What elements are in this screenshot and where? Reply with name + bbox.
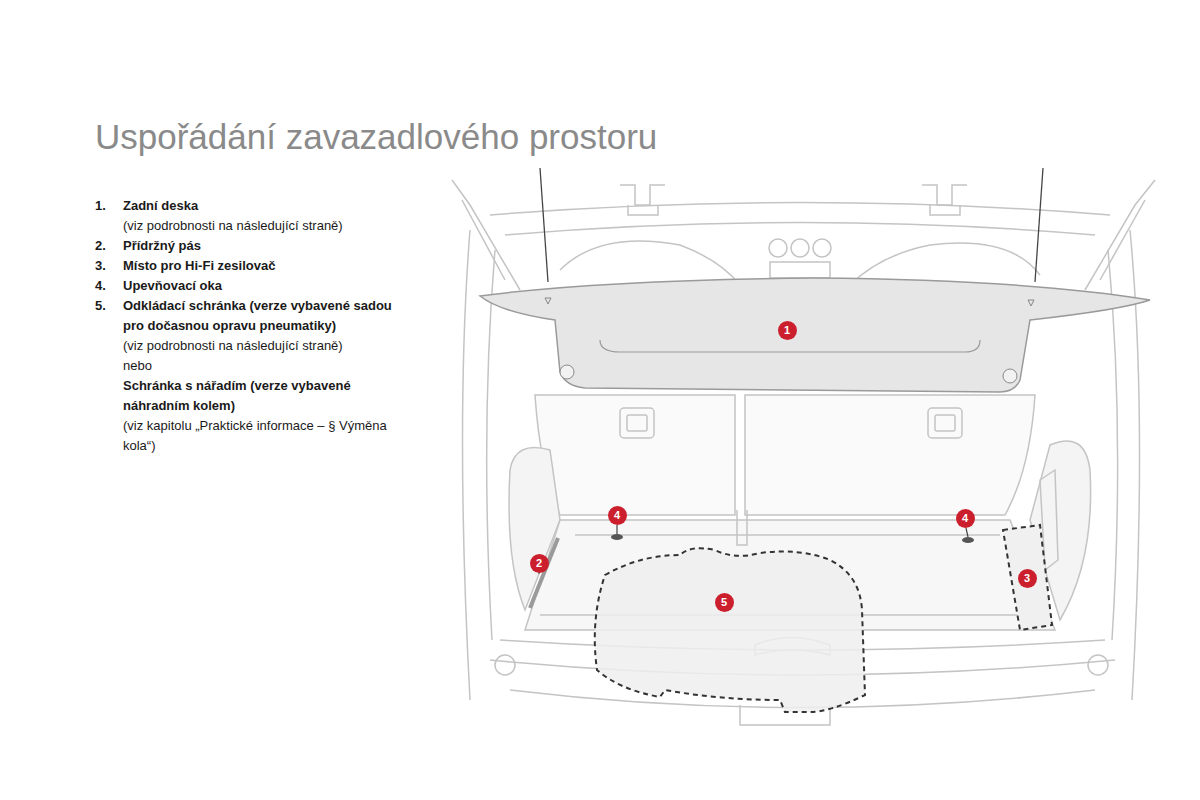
item-number: 2. <box>95 236 123 256</box>
list-item: 3.Místo pro Hi-Fi zesilovač <box>95 256 415 276</box>
list-item: 4.Upevňovací oka <box>95 276 415 296</box>
item-texts: Přídržný pás <box>123 236 408 256</box>
item-name: Schránka s nářadím (verze vybavené náhra… <box>123 376 408 416</box>
callout-number: 1 <box>778 321 797 340</box>
item-note: nebo <box>123 356 408 376</box>
item-name: Přídržný pás <box>123 236 408 256</box>
item-texts: Místo pro Hi-Fi zesilovač <box>123 256 408 276</box>
item-number: 1. <box>95 196 123 236</box>
page-title: Uspořádání zavazadlového prostoru <box>95 117 657 157</box>
item-texts: Odkládací schránka (verze vybavené sadou… <box>123 296 408 456</box>
item-note: (viz kapitolu „Praktické informace – § V… <box>123 416 408 456</box>
item-number: 5. <box>95 296 123 456</box>
item-number: 3. <box>95 256 123 276</box>
callout-number: 4 <box>956 509 975 528</box>
callout-number: 2 <box>530 554 549 573</box>
item-name: Zadní deska <box>123 196 408 216</box>
list-item: 2.Přídržný pás <box>95 236 415 256</box>
list-item: 5.Odkládací schránka (verze vybavené sad… <box>95 296 415 456</box>
list-item: 1.Zadní deska(viz podrobnosti na následu… <box>95 196 415 236</box>
callout-number: 3 <box>1018 569 1037 588</box>
callout-number: 5 <box>715 593 734 612</box>
legend-list: 1.Zadní deska(viz podrobnosti na následu… <box>95 196 415 456</box>
item-note: (viz podrobnosti na následující straně) <box>123 336 408 356</box>
item-number: 4. <box>95 276 123 296</box>
item-texts: Zadní deska(viz podrobnosti na následují… <box>123 196 408 236</box>
item-name: Odkládací schránka (verze vybavené sadou… <box>123 296 408 336</box>
callout-number: 4 <box>608 506 627 525</box>
item-texts: Upevňovací oka <box>123 276 408 296</box>
item-name: Upevňovací oka <box>123 276 408 296</box>
item-name: Místo pro Hi-Fi zesilovač <box>123 256 408 276</box>
item-note: (viz podrobnosti na následující straně) <box>123 216 408 236</box>
